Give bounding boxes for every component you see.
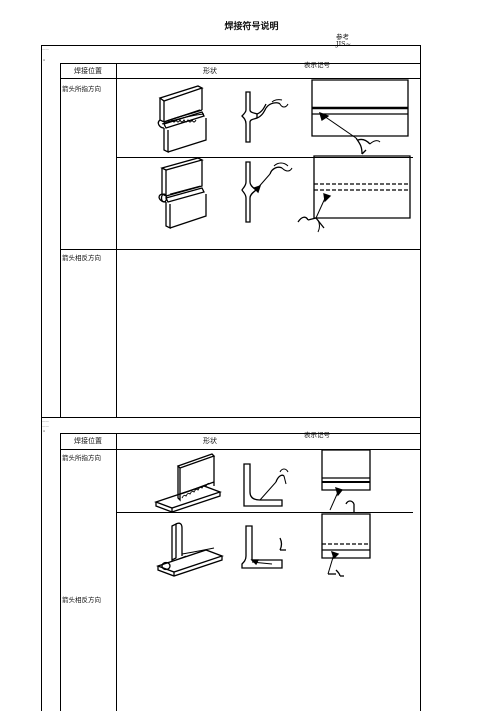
section-2-side-mark-a: a xyxy=(43,429,46,433)
section-1-side-mark: —— xyxy=(42,47,49,51)
butt-weld-reverse-section-figure xyxy=(236,160,300,226)
section-2-arrow-side-label: 箭头所指方向 xyxy=(62,454,101,462)
section-2-header-bottom xyxy=(60,449,421,450)
reference-label: 参考 xyxy=(336,33,349,41)
section-2-header-top xyxy=(60,433,421,434)
section-1-right-border xyxy=(420,45,421,417)
fillet-weld-isometric-figure xyxy=(152,452,222,512)
section-1-col-left xyxy=(60,63,61,417)
section-1-header-symbol: 表示记号 xyxy=(304,61,330,69)
fillet-weld-section-figure xyxy=(236,462,302,512)
section-2-header-shape: 形状 xyxy=(203,437,217,445)
section-2-side-mark-2: —— xyxy=(42,424,49,428)
reference-standard: JIS~ xyxy=(336,40,352,48)
section-1-side-mark-a: a xyxy=(43,58,46,62)
page-title: 焊接符号说明 xyxy=(224,22,279,32)
section-2-row-divider-anchor xyxy=(116,576,117,577)
section-2-header-position: 焊接位置 xyxy=(74,437,102,445)
section-1-header-shape: 形状 xyxy=(203,67,217,75)
section-1-col-divider xyxy=(116,63,117,417)
section-1-bottom-border xyxy=(41,417,421,418)
weld-symbol-other-side-figure xyxy=(296,156,412,232)
section-2-left-border xyxy=(41,417,42,711)
section-2-right-border xyxy=(420,417,421,711)
section-2-header-symbol: 表示记号 xyxy=(304,431,330,439)
section-2-other-side-label: 箭头相反方向 xyxy=(62,596,101,604)
fillet-symbol-other-side-figure xyxy=(310,514,376,578)
section-2-col-left xyxy=(60,433,61,711)
section-1-row-divider xyxy=(60,249,421,250)
butt-weld-section-figure xyxy=(236,90,300,145)
fillet-symbol-arrow-side-figure xyxy=(314,450,374,512)
butt-weld-reverse-isometric-figure xyxy=(150,158,212,230)
section-1-header-bottom xyxy=(60,78,421,79)
section-1-figure-divider xyxy=(116,157,413,158)
section-2-col-divider xyxy=(116,433,117,711)
fillet-weld-reverse-section-figure xyxy=(236,524,302,576)
section-1-left-border xyxy=(41,45,42,417)
weld-symbol-arrow-side-figure xyxy=(300,80,412,154)
butt-weld-isometric-figure xyxy=(150,84,212,154)
fillet-weld-reverse-isometric-figure xyxy=(152,516,224,578)
section-1-header-position: 焊接位置 xyxy=(74,67,102,75)
section-1-other-side-label: 箭头相反方向 xyxy=(62,254,101,262)
section-2-side-mark: —— xyxy=(42,419,49,423)
section-2-figure-divider xyxy=(116,512,413,513)
section-1-header-top xyxy=(60,63,421,64)
section-1-arrow-side-label: 箭头所指方向 xyxy=(62,85,101,93)
section-1-top-border xyxy=(41,45,421,46)
